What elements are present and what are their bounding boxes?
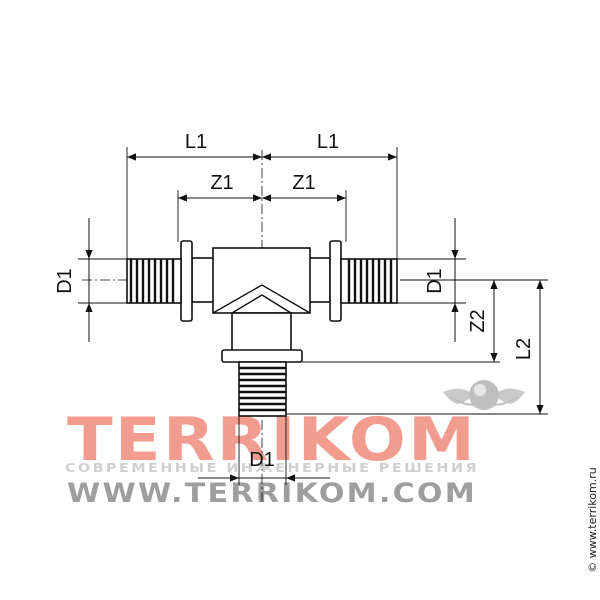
label-l2: L2	[513, 338, 535, 360]
label-z1-left: Z1	[210, 172, 233, 194]
label-l1-left: L1	[185, 131, 207, 153]
label-z1-right: Z1	[292, 172, 315, 194]
bottom-insert-ribs	[239, 366, 286, 412]
label-l1-right: L1	[317, 131, 339, 153]
terrikom-tagline: СОВРЕМЕННЫЕ ИНЖЕНЕРНЫЕ РЕШЕНИЯ	[65, 460, 479, 475]
label-z2: Z2	[467, 309, 489, 332]
copyright-text: © www.terrikom.ru	[586, 467, 599, 572]
label-d1-right: D1	[424, 268, 446, 294]
winged-ball-emblem	[443, 380, 525, 410]
label-d1-bottom: D1	[249, 449, 275, 471]
label-d1-left: D1	[54, 268, 76, 294]
terrikom-url: WWW.TERRIKOM.COM	[67, 478, 477, 509]
right-insert-ribs	[347, 259, 393, 303]
dimension-labels: L1 L1 Z1 Z1 D1 D1 Z2 L2 D1	[54, 131, 535, 471]
left-insert-ribs	[129, 259, 175, 303]
watermark: TERRIKOM СОВРЕМЕННЫЕ ИНЖЕНЕРНЫЕ РЕШЕНИЯ …	[65, 380, 525, 509]
dimension-lines	[85, 153, 544, 482]
